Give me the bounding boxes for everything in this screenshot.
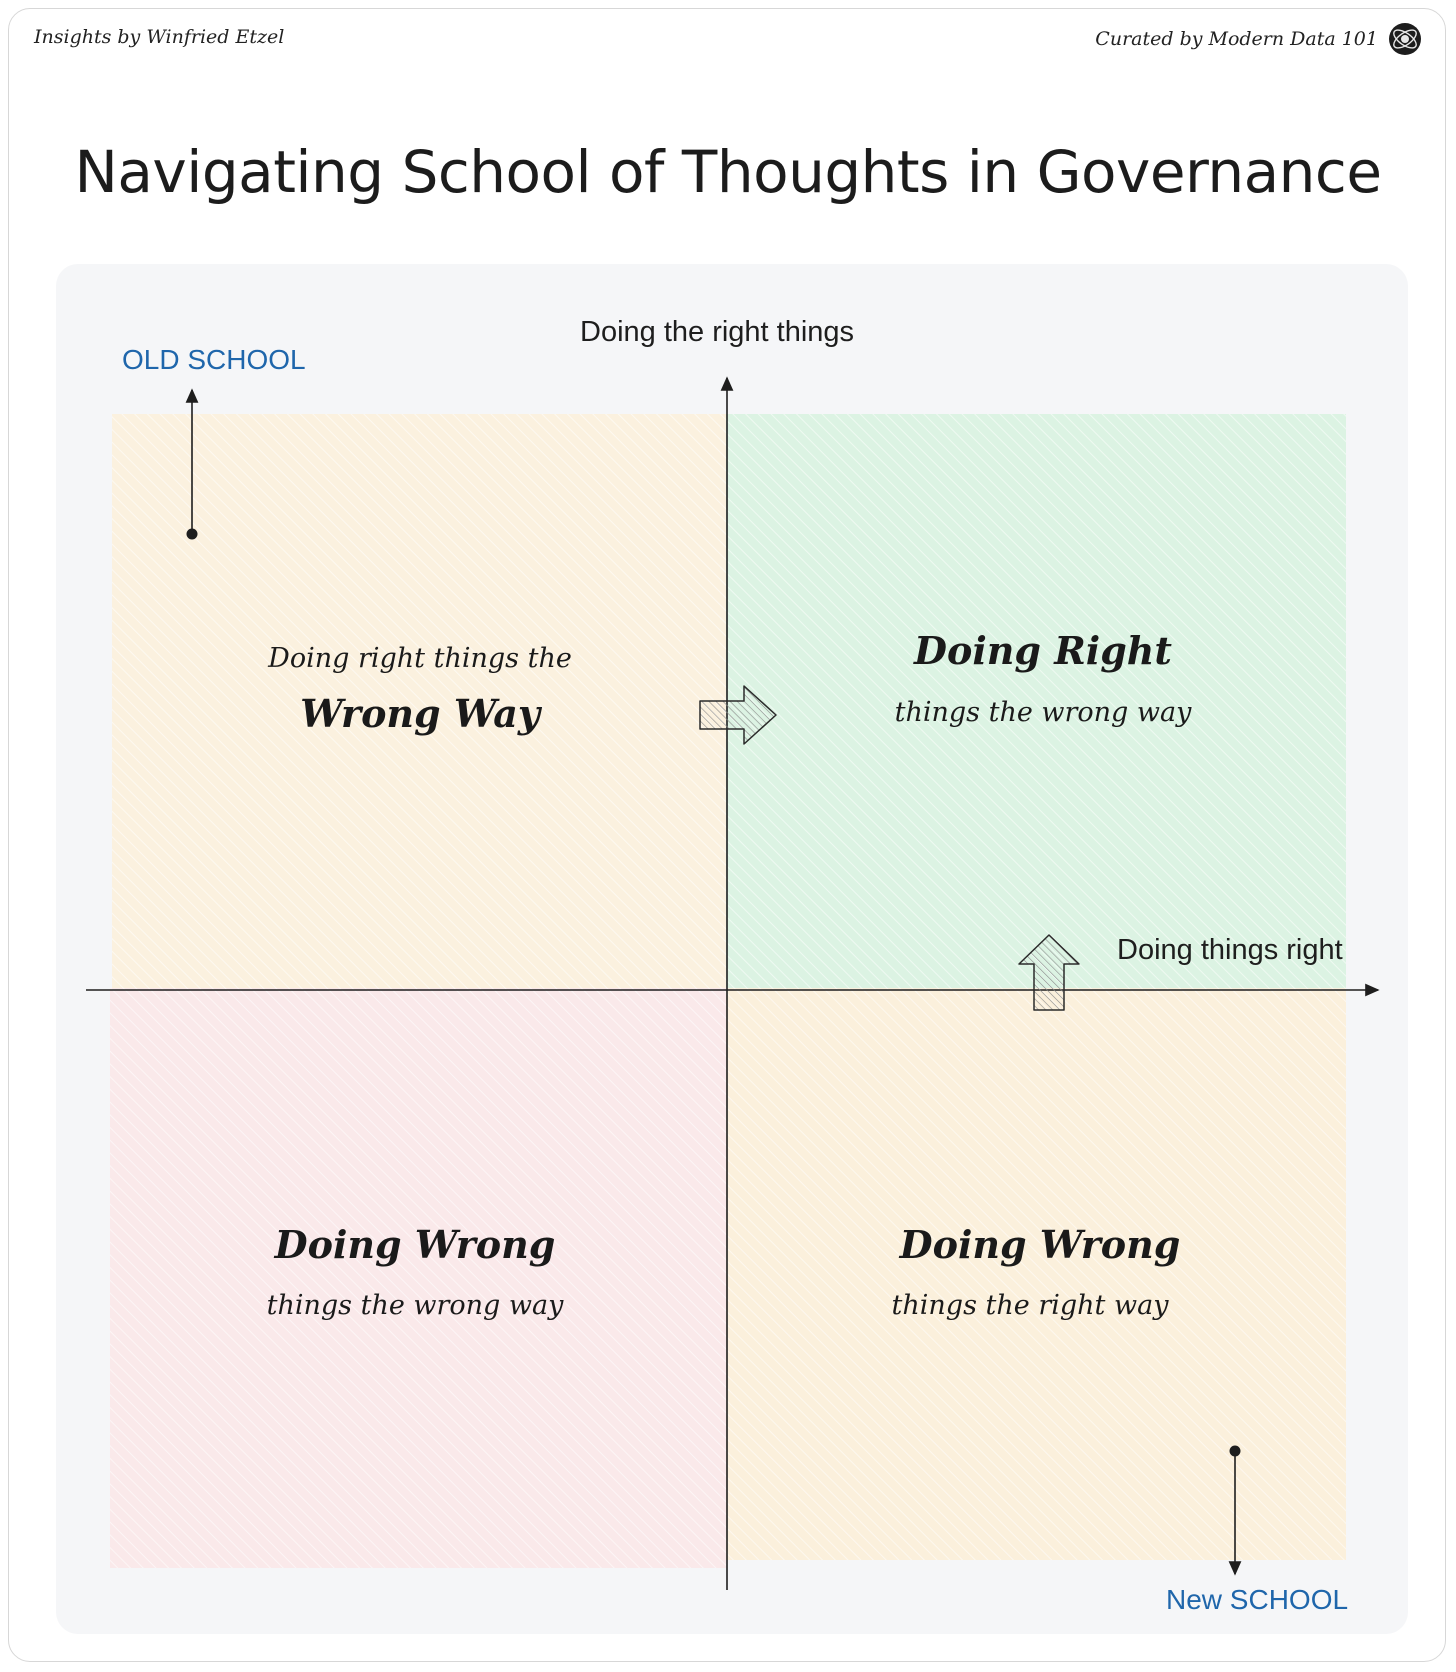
quadrant-bottom-left-hatch bbox=[110, 988, 726, 1568]
top-left-line2: Wrong Way bbox=[300, 691, 540, 736]
top-left-line1: Doing right things the bbox=[268, 643, 572, 674]
bottom-left-line2: things the wrong way bbox=[266, 1290, 564, 1321]
author-credit: Insights by Winfried Etzel bbox=[34, 26, 285, 48]
old-school-dot bbox=[186, 528, 198, 540]
quadrant-bottom-right-hatch bbox=[726, 988, 1346, 1560]
new-school-dot bbox=[1229, 1445, 1241, 1457]
quadrant-top-right-hatch bbox=[726, 414, 1346, 988]
bottom-left-line1: Doing Wrong bbox=[274, 1222, 556, 1267]
curator-credit: Curated by Modern Data 101 bbox=[1095, 28, 1378, 50]
bottom-right-line2: things the right way bbox=[891, 1290, 1169, 1321]
top-right-line1: Doing Right bbox=[914, 628, 1172, 673]
quadrant-top-left-hatch bbox=[112, 414, 726, 988]
vertical-axis-label: Doing the right things bbox=[580, 316, 855, 348]
top-right-line2: things the wrong way bbox=[894, 697, 1192, 728]
page-title: Navigating School of Thoughts in Governa… bbox=[74, 138, 1382, 206]
old-school-label: OLD SCHOOL bbox=[122, 344, 306, 375]
horizontal-axis-label: Doing things right bbox=[1117, 934, 1343, 966]
bottom-right-line1: Doing Wrong bbox=[899, 1222, 1181, 1267]
new-school-label: New SCHOOL bbox=[1166, 1584, 1349, 1615]
globe-icon bbox=[1389, 23, 1421, 55]
up-block-arrow bbox=[1018, 934, 1080, 1011]
right-block-arrow bbox=[699, 685, 777, 745]
